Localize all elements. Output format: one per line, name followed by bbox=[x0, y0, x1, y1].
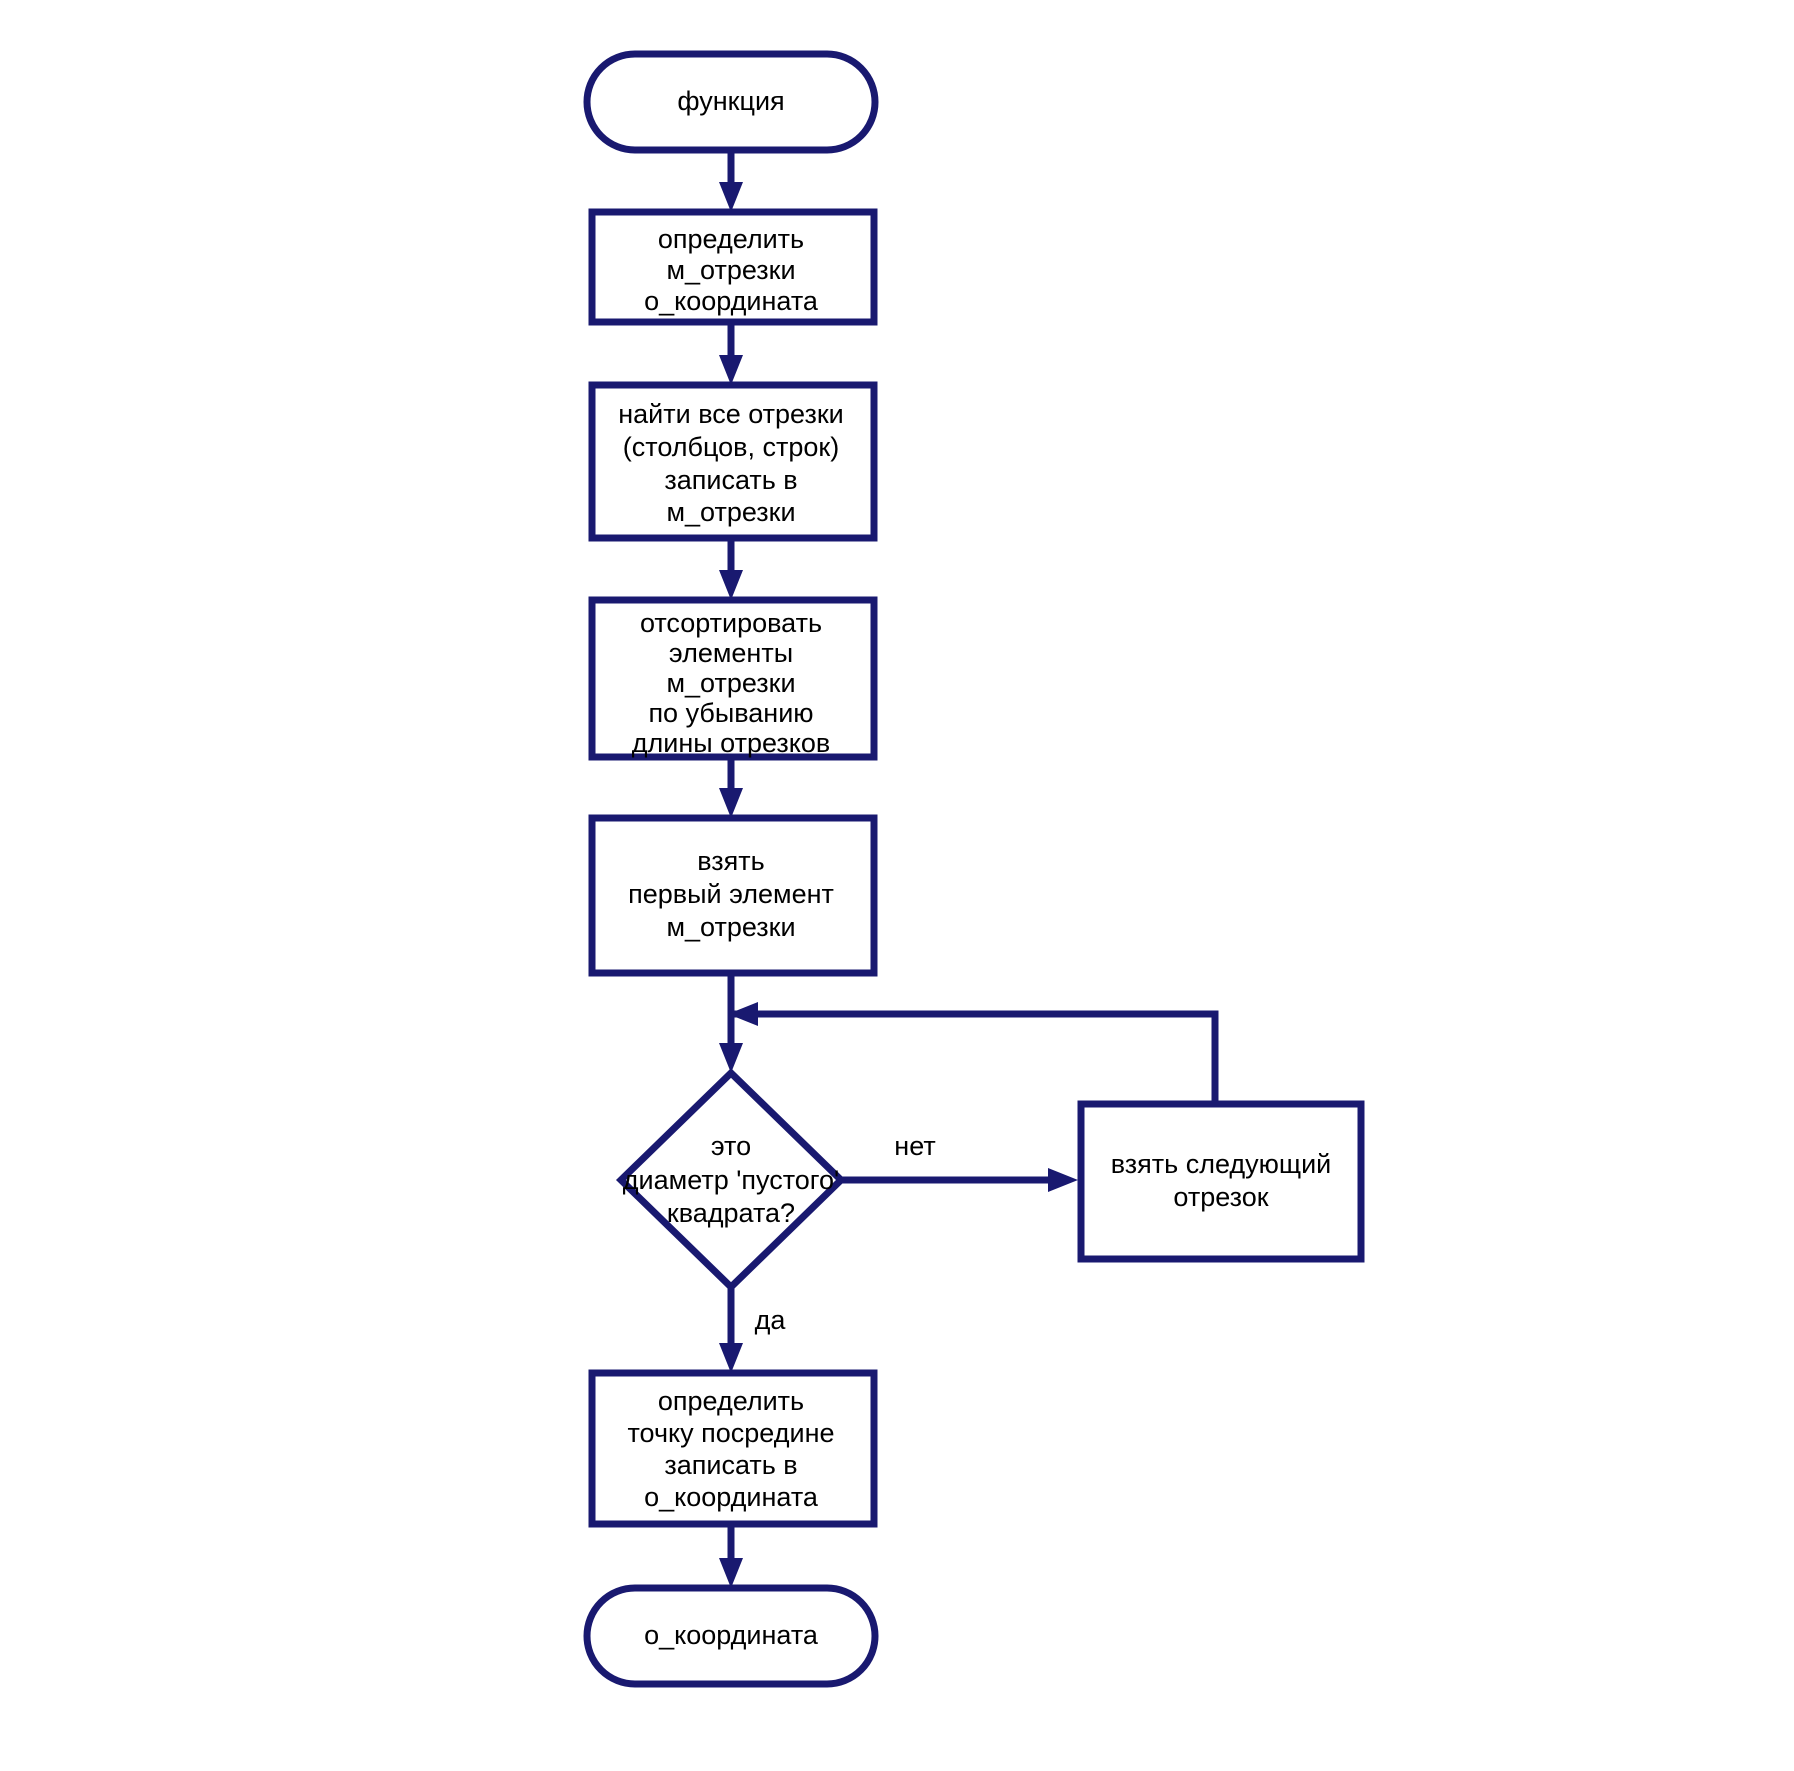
decision-label-line-0: это bbox=[711, 1131, 751, 1161]
arrowhead-decision-to-next bbox=[1048, 1168, 1078, 1192]
midpoint-process-shape bbox=[588, 1369, 878, 1528]
arrowhead-first-to-decision bbox=[719, 1043, 743, 1073]
declare-label-line-1: м_отрезки bbox=[666, 255, 795, 285]
sort-label-line-1: элементы bbox=[669, 638, 793, 668]
midpoint-label-line-3: о_координата bbox=[644, 1482, 819, 1512]
start-terminator-shape bbox=[583, 50, 879, 154]
decision-label-line-2: квадрата? bbox=[667, 1198, 795, 1228]
node-start[interactable]: функция bbox=[583, 50, 879, 154]
find-process-shape bbox=[588, 381, 878, 542]
next-process-shape bbox=[1077, 1100, 1365, 1263]
connector-layer bbox=[719, 150, 1219, 1588]
sort-process-shape bbox=[588, 596, 878, 761]
find-label-line-1: (столбцов, строк) bbox=[623, 432, 839, 462]
sort-label-line-0: отсортировать bbox=[640, 608, 822, 638]
first-process-shape bbox=[588, 814, 878, 977]
midpoint-label-line-2: записать в bbox=[664, 1450, 797, 1480]
edge-label-yes: да bbox=[755, 1305, 787, 1335]
start-label-line-0: функция bbox=[677, 86, 784, 116]
sort-label-line-3: по убыванию bbox=[648, 698, 813, 728]
find-label-line-3: м_отрезки bbox=[666, 497, 795, 527]
declare-label-line-0: определить bbox=[658, 224, 804, 254]
node-find-segments[interactable]: найти все отрезки (столбцов, строк) запи… bbox=[588, 381, 878, 542]
edge-label-no: нет bbox=[894, 1131, 935, 1161]
arrowhead-decision-to-midpoint bbox=[719, 1343, 743, 1373]
decision-diamond-shape bbox=[615, 1068, 847, 1292]
arrowhead-find-to-sort bbox=[719, 570, 743, 600]
sort-label-line-2: м_отрезки bbox=[666, 668, 795, 698]
end-label-line-0: о_координата bbox=[644, 1620, 819, 1650]
declare-label-line-2: о_координата bbox=[644, 286, 819, 316]
next-label-line-1: отрезок bbox=[1173, 1182, 1268, 1212]
arrowhead-sort-to-first bbox=[719, 788, 743, 818]
find-label-line-2: записать в bbox=[664, 465, 797, 495]
arrowhead-start-to-declare bbox=[719, 182, 743, 212]
declare-process-shape bbox=[588, 208, 878, 326]
node-take-next[interactable]: взять следующий отрезок bbox=[1077, 1100, 1365, 1263]
node-take-first[interactable]: взять первый элемент м_отрезки bbox=[588, 814, 878, 977]
arrowhead-midpoint-to-end bbox=[719, 1558, 743, 1588]
connector-next-loopback bbox=[734, 1010, 1219, 1104]
arrowhead-declare-to-find bbox=[719, 355, 743, 385]
end-terminator-shape bbox=[583, 1584, 879, 1688]
sort-label-line-4: длины отрезков bbox=[632, 728, 831, 758]
node-sort[interactable]: отсортировать элементы м_отрезки по убыв… bbox=[588, 596, 878, 761]
next-label-line-0: взять следующий bbox=[1111, 1149, 1332, 1179]
first-label-line-0: взять bbox=[697, 846, 764, 876]
midpoint-label-line-0: определить bbox=[658, 1386, 804, 1416]
node-midpoint[interactable]: определить точку посредине записать в о_… bbox=[588, 1369, 878, 1528]
midpoint-label-line-1: точку посредине bbox=[627, 1418, 834, 1448]
node-end[interactable]: о_координата bbox=[583, 1584, 879, 1688]
node-declare[interactable]: определить м_отрезки о_координата bbox=[588, 208, 878, 326]
arrowhead-next-loopback bbox=[728, 1002, 758, 1026]
first-label-line-1: первый элемент bbox=[628, 879, 834, 909]
node-decision[interactable]: это диаметр 'пустого' квадрата? bbox=[615, 1068, 847, 1292]
find-label-line-0: найти все отрезки bbox=[618, 399, 844, 429]
decision-label-line-1: диаметр 'пустого' bbox=[623, 1165, 839, 1195]
first-label-line-2: м_отрезки bbox=[666, 912, 795, 942]
